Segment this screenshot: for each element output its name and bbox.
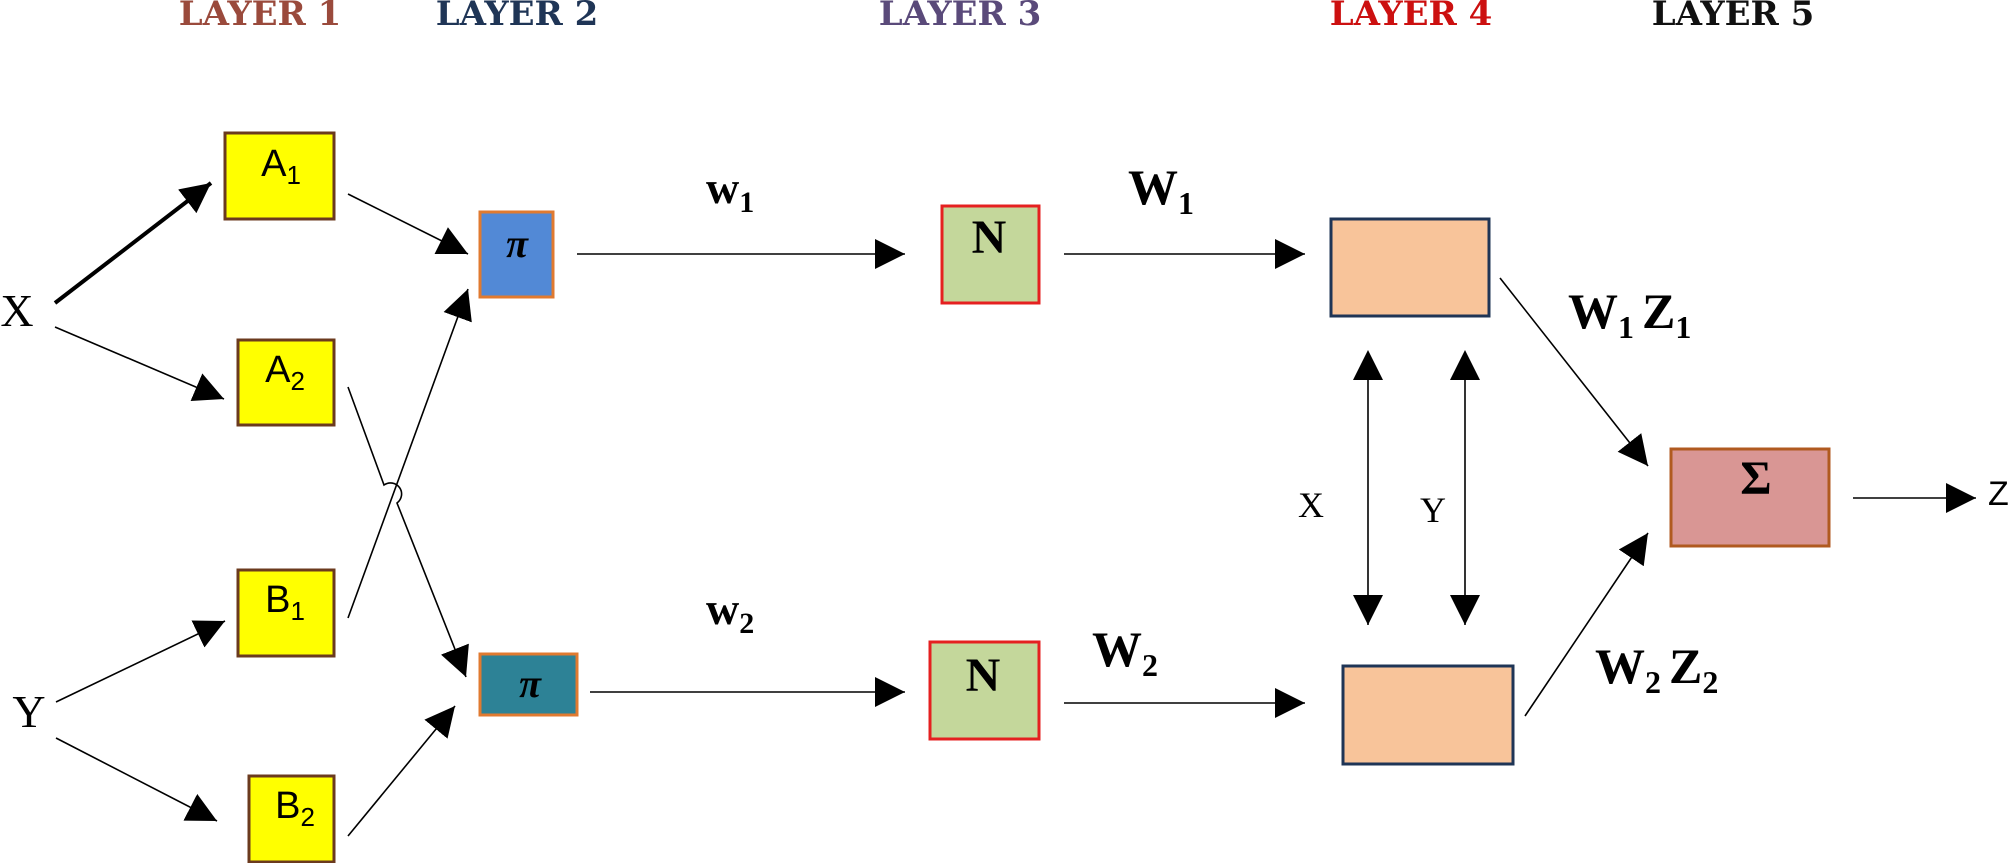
- arrow-x-a2: [54, 326, 225, 402]
- a1-box: [223, 131, 336, 221]
- arrow-l4bottom-sigma: [1524, 532, 1649, 717]
- layer-3-label: LAYER 3: [879, 0, 1042, 34]
- arrow-x-a1: [53, 181, 213, 305]
- input-x-label: X: [0, 285, 33, 336]
- sigma-box: [1669, 447, 1831, 548]
- n-bottom-label: N: [966, 649, 1001, 702]
- pi-top-box: [478, 210, 555, 299]
- w2-label: w2: [706, 583, 754, 640]
- arrow-b1-pi1: [347, 288, 472, 619]
- pi-bottom-box: [478, 652, 579, 717]
- a2-label: A2: [265, 349, 305, 396]
- arrow-a2-pi2: [347, 386, 469, 678]
- b1-label: B1: [265, 579, 305, 626]
- layer4-y-label: Y: [1420, 490, 1446, 530]
- layer-4-label: LAYER 4: [1330, 0, 1493, 34]
- sigma-label: Σ: [1740, 452, 1771, 505]
- W2-label: W2: [1092, 621, 1158, 683]
- n-top-box: [940, 204, 1041, 305]
- output-z-label: Z: [1988, 475, 2008, 513]
- b2-box: [247, 774, 336, 863]
- layer4-x-label: X: [1298, 485, 1324, 525]
- input-y-label: Y: [12, 686, 45, 737]
- pi-bottom-label: π: [519, 661, 542, 706]
- layer4-bottom-box: [1341, 664, 1515, 766]
- n-bottom-box: [928, 640, 1041, 741]
- arrow-l4top-sigma: [1499, 277, 1649, 467]
- arrow-b2-pi2: [347, 705, 456, 837]
- n-top-label: N: [972, 211, 1007, 264]
- layer4-top-box: [1329, 217, 1491, 318]
- a1-label: A1: [261, 143, 301, 190]
- pi-top-label: π: [506, 221, 529, 266]
- layer-5-label: LAYER 5: [1652, 0, 1815, 34]
- layer-2-label: LAYER 2: [436, 0, 599, 34]
- b1-box: [236, 568, 336, 658]
- arrow-a1-pi1: [347, 193, 469, 255]
- a2-box: [236, 338, 336, 427]
- arrow-y-b2: [55, 737, 218, 822]
- arrow-y-b1: [55, 620, 226, 703]
- W1-label: W1: [1128, 159, 1194, 221]
- b2-label: B2: [275, 785, 315, 832]
- layer-1-label: LAYER 1: [179, 0, 342, 34]
- w1-label: w1: [706, 162, 754, 219]
